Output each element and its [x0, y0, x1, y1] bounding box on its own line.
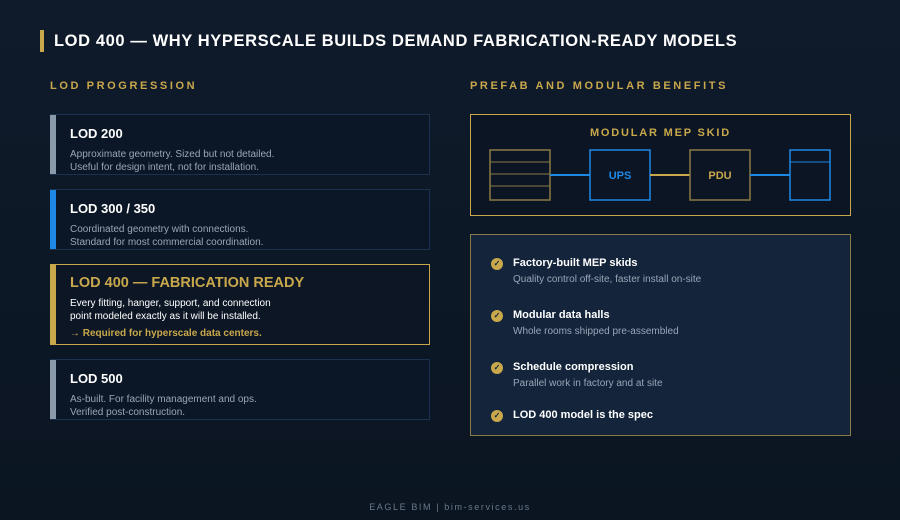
check-icon: ✓ — [491, 310, 503, 322]
lod-card-desc-line: Approximate geometry. Sized but not deta… — [70, 149, 275, 160]
modular-mep-skid-panel: MODULAR MEP SKID UPS PDU — [470, 114, 851, 216]
lod-card-desc-line: Verified post-construction. — [70, 407, 186, 418]
lod-card-accent — [50, 360, 56, 419]
skid-title: MODULAR MEP SKID — [589, 127, 732, 139]
benefits-panel: ✓ Factory-built MEP skids Quality contro… — [470, 234, 851, 436]
lod-card-accent — [50, 190, 56, 249]
title-accent-bar — [40, 30, 44, 52]
footer-credit: EAGLE BIM | bim-services.us — [369, 502, 531, 512]
lod-card-title: LOD 500 — [70, 371, 123, 386]
benefit-title: Schedule compression — [513, 361, 634, 373]
lod-card-desc-line: point modeled exactly as it will be inst… — [70, 311, 261, 322]
lod-card-desc-line: Every fitting, hanger, support, and conn… — [70, 298, 271, 309]
lod-progression-label: LOD PROGRESSION — [50, 80, 198, 92]
lod-card-title: LOD 400 — FABRICATION READY — [70, 275, 305, 291]
benefit-title: Modular data halls — [513, 309, 610, 321]
lod-card-desc-line: Useful for design intent, not for instal… — [70, 162, 259, 173]
lod-card-desc: Approximate geometry. Sized but not deta… — [70, 148, 274, 174]
page-title: LOD 400 — WHY HYPERSCALE BUILDS DEMAND F… — [54, 31, 738, 50]
lod-card-300-350: LOD 300 / 350 Coordinated geometry with … — [50, 189, 430, 250]
equipment-rack-icon — [489, 149, 551, 201]
check-icon: ✓ — [491, 362, 503, 374]
check-icon: ✓ — [491, 258, 503, 270]
lod-card-desc-line: Coordinated geometry with connections. — [70, 224, 249, 235]
lod-card-desc: Every fitting, hanger, support, and conn… — [70, 297, 271, 323]
benefit-desc: Quality control off-site, faster install… — [513, 274, 702, 285]
lod-card-400-highlighted: LOD 400 — FABRICATION READY Every fittin… — [50, 264, 430, 345]
benefit-desc: Whole rooms shipped pre-assembled — [513, 326, 679, 337]
lod-card-200: LOD 200 Approximate geometry. Sized but … — [50, 114, 430, 175]
pdu-label: PDU — [708, 170, 731, 182]
lod-card-title: LOD 300 / 350 — [70, 201, 156, 216]
page-header: LOD 400 — WHY HYPERSCALE BUILDS DEMAND F… — [40, 30, 737, 52]
benefit-title: LOD 400 model is the spec — [513, 409, 653, 421]
lod-card-accent — [50, 265, 56, 344]
lod-card-desc: Coordinated geometry with connections. S… — [70, 223, 263, 249]
rack-cabinet-icon — [789, 149, 831, 201]
ups-label: UPS — [609, 170, 632, 182]
lod-card-desc: As-built. For facility management and op… — [70, 393, 257, 419]
prefab-benefits-label: PREFAB AND MODULAR BENEFITS — [470, 80, 729, 92]
benefit-title: Factory-built MEP skids — [513, 257, 638, 269]
benefit-desc: Parallel work in factory and at site — [513, 378, 663, 389]
lod-card-title: LOD 200 — [70, 126, 123, 141]
lod-card-accent — [50, 115, 56, 174]
check-icon: ✓ — [491, 410, 503, 422]
lod-card-desc-line: As-built. For facility management and op… — [70, 394, 257, 405]
lod-card-500: LOD 500 As-built. For facility managemen… — [50, 359, 430, 420]
lod-card-desc-line: Standard for most commercial coordinatio… — [70, 237, 264, 248]
skid-diagram: UPS PDU — [489, 149, 831, 201]
lod-card-note: → Required for hyperscale data centers. — [70, 328, 262, 339]
